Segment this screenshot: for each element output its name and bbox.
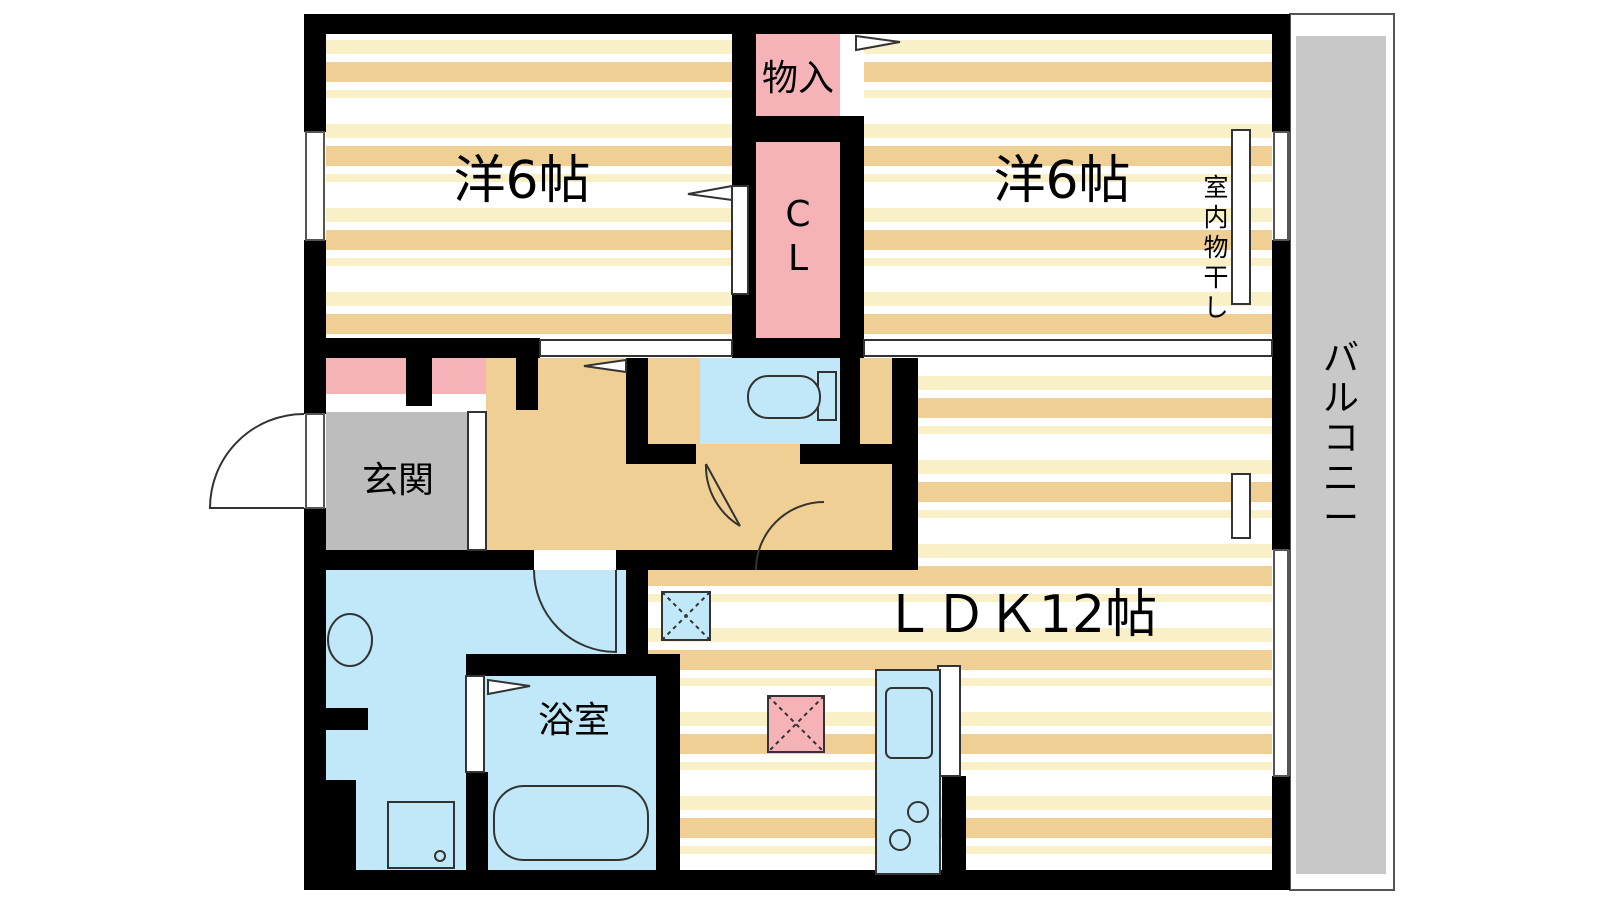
balcony-char: バ: [1323, 338, 1359, 379]
balcony-char: コ: [1323, 418, 1359, 459]
shoe-cabinet-left: [326, 358, 406, 394]
closet-label-c: C: [785, 194, 810, 235]
windows: [305, 131, 1289, 777]
bathroom-label: 浴室: [538, 700, 610, 741]
room-label-western-1: 洋6帖: [453, 151, 590, 211]
indoor-drying-label: 室 内 物 干 し: [1203, 173, 1228, 322]
room-label-ldk: ＬＤＫ12帖: [883, 585, 1157, 645]
closet-label-l: L: [788, 238, 808, 279]
toilet-bowl: [747, 375, 821, 419]
swing-doors: [208, 34, 901, 696]
indoor-drying-char: 室: [1203, 173, 1228, 202]
storage-label: 物入: [762, 58, 834, 99]
fixtures: [327, 371, 941, 875]
balcony-char: ニ: [1323, 458, 1359, 499]
entrance-label: 玄関: [362, 460, 434, 501]
balcony-char: ル: [1323, 378, 1359, 419]
indoor-drying-char: 物: [1203, 233, 1228, 262]
balcony-char: ー: [1323, 498, 1359, 539]
indoor-drying-char: 内: [1203, 203, 1228, 232]
western-room-1-floor: [326, 34, 732, 338]
washing-machine: [387, 801, 455, 869]
washbasin: [327, 613, 373, 667]
indoor-drying-char: し: [1203, 293, 1228, 322]
kitchen-sink: [885, 687, 933, 759]
balcony-area: [1296, 36, 1386, 874]
indoor-drying-char: 干: [1203, 263, 1228, 292]
sliding-doors: [465, 129, 1273, 777]
storage-area: [756, 34, 840, 116]
entrance-floor: [326, 412, 468, 550]
closet-area: [756, 142, 840, 338]
bathtub: [493, 785, 649, 861]
walls: [304, 14, 1290, 890]
balcony-label: バ ル コ ニ ー: [1323, 338, 1359, 539]
western-room-2-floor: [864, 34, 1272, 338]
stove-burner: [889, 829, 911, 851]
stove-burner: [907, 801, 929, 823]
room-label-western-2: 洋6帖: [993, 151, 1130, 211]
